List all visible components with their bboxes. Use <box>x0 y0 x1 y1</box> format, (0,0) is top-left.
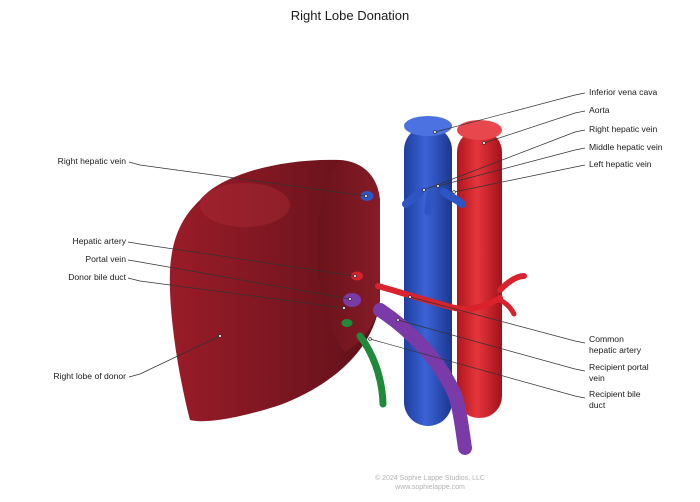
leader-right-hepatic-vein-left <box>128 161 367 197</box>
right-lobe-liver <box>169 159 380 422</box>
diagram-title: Right Lobe Donation <box>290 8 410 23</box>
label-hepatic-artery: Hepatic artery <box>72 236 127 246</box>
common-hepatic-artery <box>375 283 503 312</box>
label-left-hepatic-vein: Left hepatic vein <box>589 159 652 169</box>
label-common-hepatic-artery: Common hepatic artery <box>589 334 642 355</box>
leader-common-hepatic-artery <box>409 296 586 344</box>
liver-highlight <box>200 183 290 227</box>
liver-cut-surface <box>317 160 380 352</box>
leader-middle-hepatic-vein <box>437 147 586 187</box>
label-right-hepatic-vein-right: Right hepatic vein <box>589 124 658 134</box>
leader-aorta <box>483 110 586 144</box>
label-recipient-bile-duct: Recipient bile duct <box>589 389 641 410</box>
inferior-vena-cava <box>402 116 466 426</box>
label-inferior-vena-cava: Inferior vena cava <box>589 87 658 97</box>
credit-line-1: © 2024 Sophie Lappe Studios, LLC <box>375 475 485 482</box>
credit-line-2: www.sophielappe.com <box>395 484 465 491</box>
label-donor-bile-duct: Donor bile duct <box>68 272 126 282</box>
leader-portal-vein <box>127 259 351 300</box>
label-aorta: Aorta <box>589 105 610 115</box>
label-right-hepatic-vein-left: Right hepatic vein <box>57 156 126 166</box>
leader-right-lobe <box>128 335 221 378</box>
leader-hepatic-artery <box>127 241 356 277</box>
leader-recipient-bile-duct <box>369 338 586 399</box>
label-middle-hepatic-vein: Middle hepatic vein <box>589 142 663 152</box>
recipient-portal-vein <box>373 303 472 455</box>
label-right-lobe-of-donor: Right lobe of donor <box>53 371 126 381</box>
leader-left-hepatic-vein <box>453 164 586 193</box>
label-recipient-portal-vein: Recipient portal vein <box>589 362 649 383</box>
leader-inferior-vena-cava <box>434 92 586 133</box>
recipient-bile-duct <box>356 332 387 408</box>
donor-bile-duct-stump <box>341 319 353 327</box>
hepatic-artery-stump <box>351 271 363 281</box>
leader-right-hepatic-vein-right <box>423 129 586 191</box>
leader-donor-bile-duct <box>127 277 345 309</box>
leader-lines <box>127 92 586 399</box>
copyright-credit: © 2024 Sophie Lappe Studios, LLC www.sop… <box>0 474 700 492</box>
leader-recipient-portal-vein <box>397 319 586 372</box>
label-portal-vein: Portal vein <box>85 254 126 264</box>
portal-vein-stump <box>343 293 361 307</box>
